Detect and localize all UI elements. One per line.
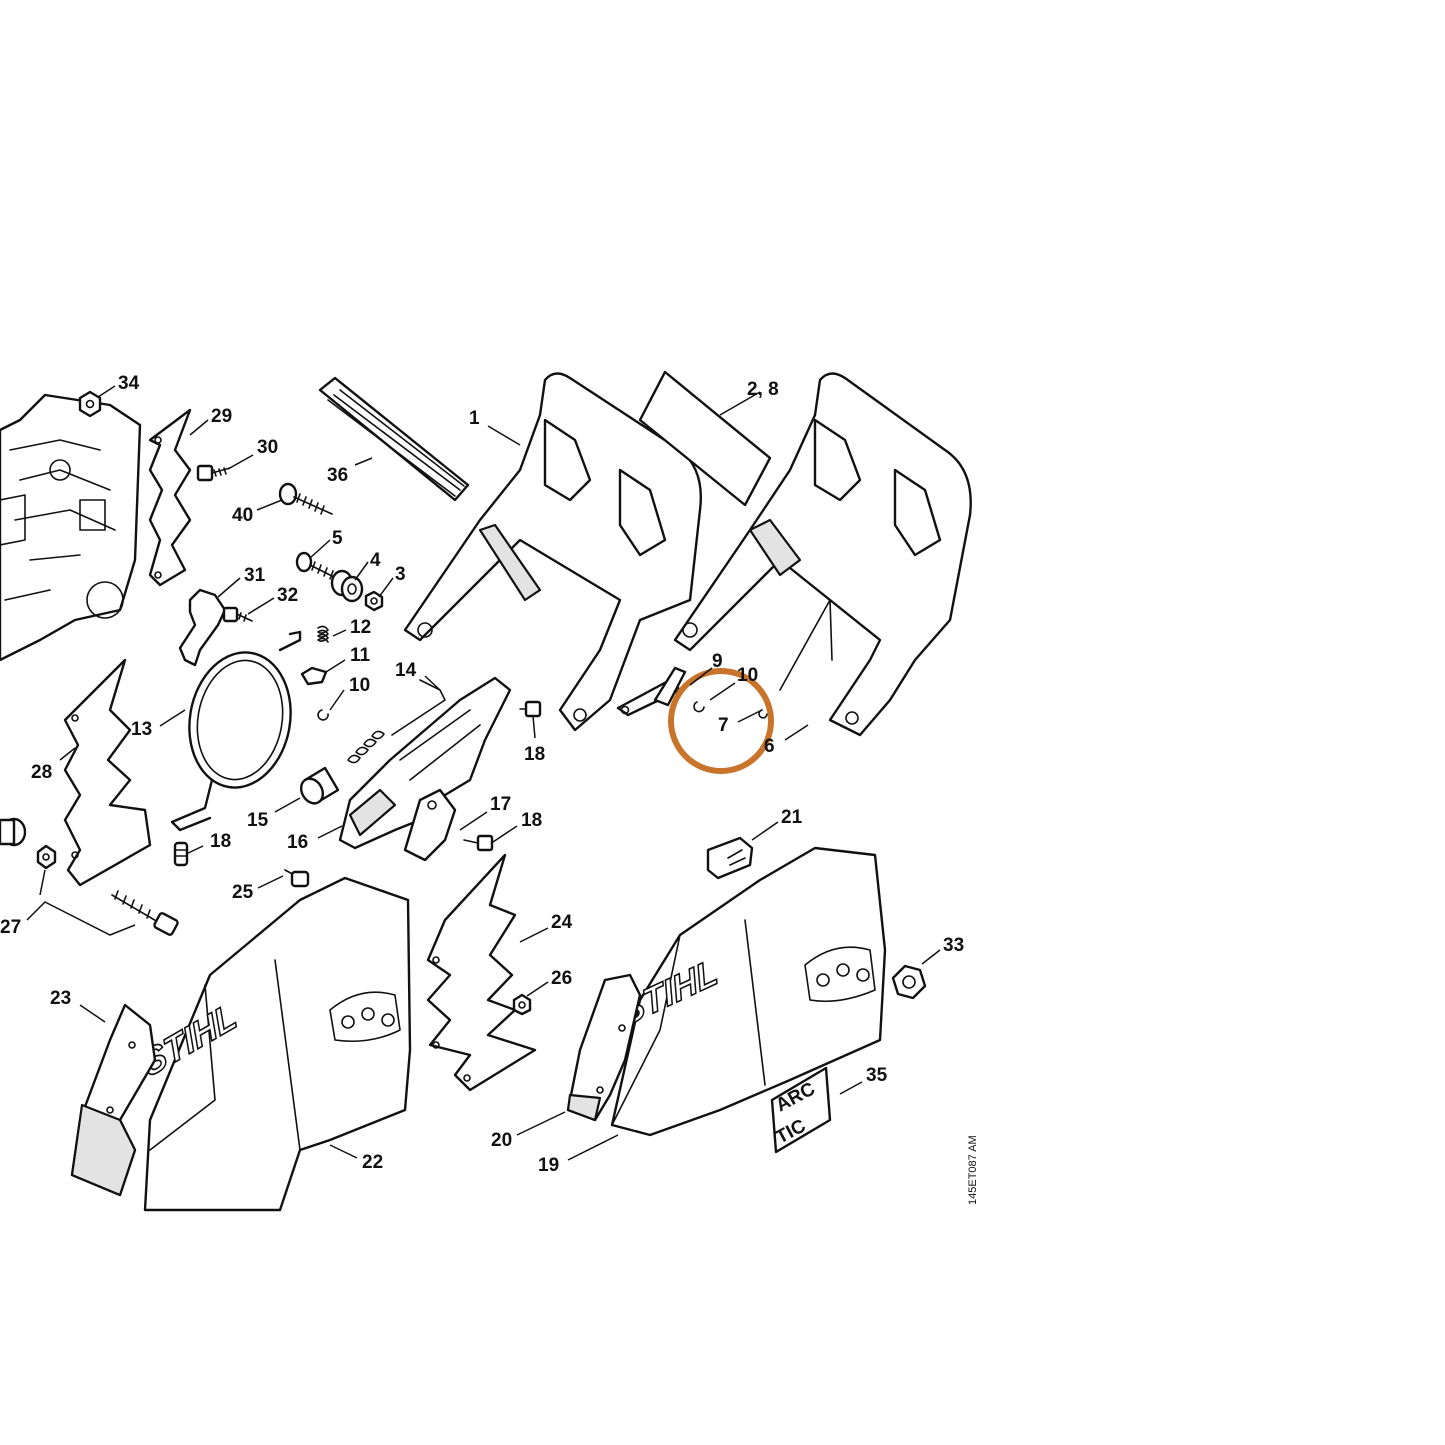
part-2-8-decal bbox=[638, 370, 772, 507]
callout-20: 20 bbox=[491, 1130, 512, 1151]
callout-17: 17 bbox=[490, 794, 511, 815]
drawing-number: 145ET087 AM bbox=[967, 1135, 979, 1205]
part-27-sleeve bbox=[0, 817, 27, 847]
callout-35: 35 bbox=[866, 1065, 888, 1086]
leader-lines bbox=[26, 385, 941, 1161]
part-27-bolt bbox=[111, 890, 179, 936]
callout-22: 22 bbox=[362, 1152, 383, 1173]
callout-16: 16 bbox=[287, 832, 308, 853]
highlight-marker bbox=[668, 668, 774, 774]
part-21-tensioner bbox=[706, 836, 754, 880]
callout-27: 27 bbox=[0, 917, 21, 938]
callout-36: 36 bbox=[327, 465, 348, 486]
part-32-screw bbox=[222, 606, 253, 623]
callout-23: 23 bbox=[50, 988, 71, 1009]
part-13-brake-band bbox=[170, 630, 302, 832]
callout-12: 12 bbox=[350, 617, 371, 638]
callout-3: 3 bbox=[395, 564, 406, 585]
callout-28: 28 bbox=[31, 762, 52, 783]
callout-34: 34 bbox=[118, 373, 140, 394]
part-25-screw bbox=[284, 869, 310, 888]
callout-labels: 34 29 30 36 40 5 4 3 31 32 12 11 10 14 1… bbox=[0, 373, 964, 1176]
part-4-sleeve bbox=[330, 569, 364, 603]
part-24-spike bbox=[426, 853, 537, 1092]
callout-26: 26 bbox=[551, 968, 572, 989]
callout-32: 32 bbox=[277, 585, 298, 606]
part-33-nut bbox=[891, 964, 927, 1000]
part-28-spike bbox=[63, 658, 152, 887]
part-14-rod bbox=[347, 679, 446, 764]
part-17-cover bbox=[403, 788, 457, 862]
callout-1: 1 bbox=[469, 408, 480, 429]
callout-40: 40 bbox=[232, 505, 253, 526]
part-18-screw-b bbox=[173, 841, 189, 867]
part-5-bolt bbox=[295, 551, 341, 581]
part-3-nut bbox=[364, 590, 384, 612]
callout-10-right: 10 bbox=[737, 665, 758, 686]
callout-9: 9 bbox=[712, 651, 723, 672]
part-11-lever bbox=[300, 666, 328, 686]
part-35-arctic-badge: ARC TIC bbox=[770, 1066, 832, 1154]
part-18-screw-c bbox=[463, 834, 494, 852]
callout-5: 5 bbox=[332, 528, 343, 549]
callout-29: 29 bbox=[211, 406, 232, 427]
callout-11: 11 bbox=[350, 645, 371, 666]
callout-30: 30 bbox=[257, 437, 278, 458]
part-16-lever bbox=[338, 676, 512, 850]
part-1-hand-guard bbox=[403, 372, 702, 732]
part-12-spring bbox=[317, 625, 329, 643]
callout-2-8: 2, 8 bbox=[747, 379, 779, 400]
part-29-spike bbox=[148, 408, 192, 587]
part-18-screw-a bbox=[519, 700, 542, 718]
part-23-tooth bbox=[70, 1003, 157, 1197]
part-10-clip-left bbox=[317, 709, 329, 721]
callout-14: 14 bbox=[395, 660, 417, 681]
callout-25: 25 bbox=[232, 882, 254, 903]
part-31-lever bbox=[178, 588, 227, 667]
callout-21: 21 bbox=[781, 807, 803, 828]
callout-4: 4 bbox=[370, 550, 381, 571]
callout-13: 13 bbox=[131, 719, 152, 740]
callout-31: 31 bbox=[244, 565, 266, 586]
part-40-screw bbox=[278, 482, 333, 515]
callout-33: 33 bbox=[943, 935, 964, 956]
callout-18-left: 18 bbox=[210, 831, 231, 852]
part-7-clip bbox=[693, 701, 768, 719]
part-34-nut bbox=[78, 390, 102, 418]
callout-24: 24 bbox=[551, 912, 573, 933]
callout-19: 19 bbox=[538, 1155, 559, 1176]
part-26-nut bbox=[512, 993, 532, 1016]
part-20-tooth bbox=[566, 973, 642, 1122]
part-36-decal bbox=[318, 376, 470, 502]
part-27-nut bbox=[36, 844, 57, 870]
engine-housing bbox=[0, 393, 142, 662]
part-15-sleeve bbox=[299, 766, 340, 805]
callout-18-top: 18 bbox=[524, 744, 545, 765]
part-6-hand-guard bbox=[673, 372, 972, 737]
callout-10-left: 10 bbox=[349, 675, 370, 696]
callout-6: 6 bbox=[764, 736, 775, 757]
callout-15: 15 bbox=[247, 810, 269, 831]
callout-7: 7 bbox=[718, 715, 729, 736]
part-30-screw bbox=[196, 464, 231, 482]
callout-18-right: 18 bbox=[521, 810, 542, 831]
